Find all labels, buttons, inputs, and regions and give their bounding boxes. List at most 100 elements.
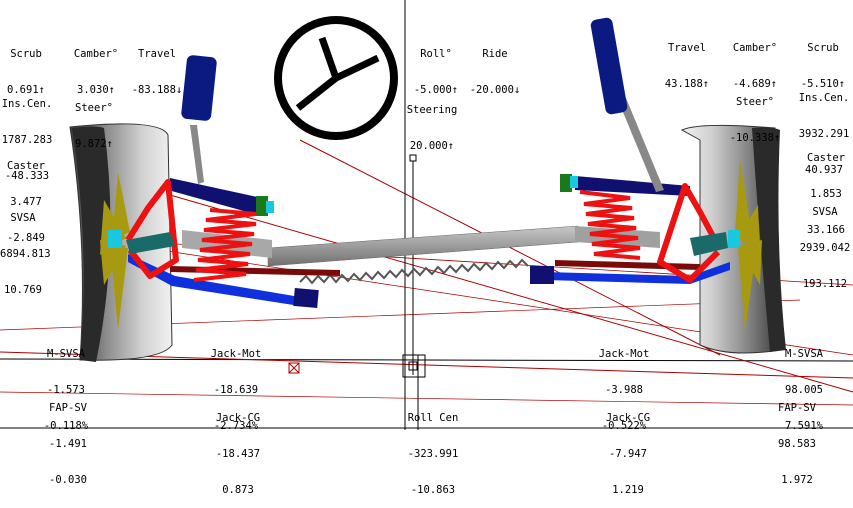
value: 9.872↑ xyxy=(75,138,113,150)
value: 0.691↑ xyxy=(7,84,45,96)
label: M-SVSA xyxy=(47,348,85,360)
readout-caster-right: Caster 1.853 33.166 xyxy=(802,128,850,248)
value: -83.188↓ xyxy=(131,84,183,96)
value: 2939.042 xyxy=(799,242,851,254)
value: -20.000↓ xyxy=(469,84,521,96)
readout-scrub-right: Scrub -5.510↑ xyxy=(798,18,848,102)
value: 6894.813 xyxy=(0,248,51,260)
left-damper xyxy=(181,55,217,121)
label: Camber° xyxy=(73,48,119,60)
value: 43.188↑ xyxy=(664,78,710,90)
value: 3.477 xyxy=(10,196,42,208)
value-2: -2.849 xyxy=(7,232,45,244)
value-2: 193.112 xyxy=(802,278,848,290)
label: M-SVSA xyxy=(785,348,823,360)
roll-center-box[interactable] xyxy=(402,354,426,378)
value-2: 40.937 xyxy=(805,164,843,176)
value: -3.988 xyxy=(605,384,643,396)
readout-inscen-right: Ins.Cen. 3932.291 40.937 xyxy=(796,68,852,188)
value: -1.573 xyxy=(47,384,85,396)
readout-travel-right: Travel 43.188↑ xyxy=(662,18,712,102)
value-2: 7.591% xyxy=(785,420,823,432)
value-2: -48.333 xyxy=(4,170,50,182)
readout-scrub-left: Scrub 0.691↑ xyxy=(2,24,50,108)
value: 1.853 xyxy=(810,188,842,200)
label: Caster xyxy=(807,152,845,164)
left-suspension[interactable] xyxy=(125,55,340,309)
label: Scrub xyxy=(10,48,42,60)
label: Travel xyxy=(668,42,706,54)
label: Ins.Cen. xyxy=(1,98,53,110)
readout-fapsv-right: FAP-SV 98.583 1.972 xyxy=(772,378,822,498)
value-2: 0.873 xyxy=(222,484,254,496)
readout-msvsa-right: M-SVSA 98.005 7.591% xyxy=(778,324,830,444)
value-2: -0.522% xyxy=(601,420,647,432)
label: FAP-SV xyxy=(778,402,816,414)
readout-ride: Ride -20.000↓ xyxy=(464,24,526,108)
value: 1787.283 xyxy=(1,134,53,146)
label: Ins.Cen. xyxy=(798,92,850,104)
right-spring xyxy=(579,190,641,260)
label: FAP-SV xyxy=(49,402,87,414)
readout-inscen-left: Ins.Cen. 1787.283 -48.333 xyxy=(0,74,54,194)
value: -5.510↑ xyxy=(800,78,846,90)
readout-jackmot-right: Jack-Mot -3.988 -0.522% xyxy=(596,324,652,444)
readout-svsa-right: SVSA 2939.042 193.112 xyxy=(798,182,852,302)
cg-marker[interactable] xyxy=(288,362,300,374)
right-suspension[interactable] xyxy=(530,17,730,284)
value-2: -10.863 xyxy=(410,484,456,496)
roll-center-handle-top[interactable] xyxy=(409,154,417,162)
value-2: -2.734% xyxy=(213,420,259,432)
label: Travel xyxy=(138,48,176,60)
readout-jackmot-left: Jack-Mot -18.639 -2.734% xyxy=(206,324,266,444)
value-2: 1.972 xyxy=(781,474,813,486)
readout-msvsa-left: M-SVSA -1.573 -0.118% xyxy=(42,324,90,444)
centre-lines xyxy=(288,0,426,430)
suspension-viewport[interactable] xyxy=(0,0,853,430)
readout-steer-right: Steer° -10.338↑ xyxy=(728,72,782,156)
value: -7.947 xyxy=(609,448,647,460)
left-wheel[interactable] xyxy=(69,123,173,362)
label: Jack-CG xyxy=(605,412,651,424)
left-spring xyxy=(193,208,257,282)
readout-jackcg-right: Jack-CG -7.947 1.219 xyxy=(602,388,654,508)
value: -1.491 xyxy=(49,438,87,450)
value: 3932.291 xyxy=(798,128,850,140)
label: Jack-CG xyxy=(215,412,261,424)
label: SVSA xyxy=(10,212,36,224)
value: 98.583 xyxy=(778,438,816,450)
steering-wheel-icon[interactable] xyxy=(274,16,398,140)
value: 20.000↑ xyxy=(409,140,455,152)
value: -18.437 xyxy=(215,448,261,460)
readout-steering: Steering 20.000↑ xyxy=(404,80,460,164)
value: -5.000↑ xyxy=(413,84,459,96)
value: -323.991 xyxy=(407,448,459,460)
label: Scrub xyxy=(807,42,839,54)
right-wheel[interactable] xyxy=(680,124,786,354)
value-2: -0.118% xyxy=(43,420,89,432)
label: Caster xyxy=(7,160,45,172)
label: Roll Cen xyxy=(407,412,459,424)
value: -18.639 xyxy=(213,384,259,396)
readout-steer-left: Steer° 9.872↑ xyxy=(70,78,118,162)
right-hub xyxy=(735,160,762,330)
readout-rollcen: Roll Cen -323.991 -10.863 xyxy=(404,388,462,508)
value-2: 33.166 xyxy=(807,224,845,236)
label: Roll° xyxy=(420,48,452,60)
value-2: -0.030 xyxy=(49,474,87,486)
label: Ride xyxy=(482,48,508,60)
readout-roll: Roll° -5.000↑ xyxy=(412,24,460,108)
readout-svsa-left: SVSA 6894.813 10.769 xyxy=(0,188,51,308)
value: 3.030↑ xyxy=(77,84,115,96)
readout-fapsv-left: FAP-SV -1.491 -0.030 xyxy=(44,378,92,498)
value: 98.005 xyxy=(785,384,823,396)
value-2: 1.219 xyxy=(612,484,644,496)
readout-camber-left: Camber° 3.030↑ xyxy=(72,24,120,108)
readout-camber-right: Camber° -4.689↑ xyxy=(730,18,780,102)
value: -4.689↑ xyxy=(732,78,778,90)
readout-caster-left: Caster 3.477 -2.849 xyxy=(0,136,52,256)
value-2: 10.769 xyxy=(4,284,42,296)
label: Jack-Mot xyxy=(210,348,262,360)
label: Camber° xyxy=(732,42,778,54)
readout-jackcg-left: Jack-CG -18.437 0.873 xyxy=(210,388,266,508)
